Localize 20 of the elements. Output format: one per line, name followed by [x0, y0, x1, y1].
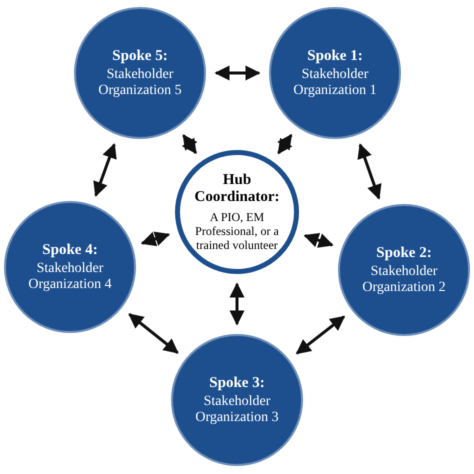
- node-title: Spoke 2:: [376, 244, 432, 262]
- node-title: Spoke 1:: [307, 47, 363, 65]
- node-title: Spoke 4:: [42, 241, 98, 259]
- double-arrow: [93, 143, 117, 197]
- double-arrow: [230, 282, 244, 326]
- node-title: Hub Coordinator:: [194, 172, 280, 206]
- double-arrow: [128, 313, 179, 354]
- node-text: Stakeholder Organization 1: [292, 67, 378, 99]
- double-arrow: [214, 66, 260, 80]
- node-text: Stakeholder Organization 3: [194, 394, 280, 426]
- node-text: Stakeholder Organization 5: [97, 67, 183, 99]
- node-text: Stakeholder Organization 4: [27, 261, 113, 293]
- double-arrow: [296, 316, 346, 354]
- node-title: Spoke 3:: [209, 374, 265, 392]
- double-arrow: [140, 232, 170, 246]
- double-arrow: [358, 143, 382, 200]
- node-text: A PIO, EM Professional, or a trained volunteer: [194, 210, 280, 252]
- double-arrow: [304, 232, 334, 248]
- node-text: Stakeholder Organization 2: [361, 264, 447, 296]
- node-title: Spoke 5:: [112, 47, 168, 65]
